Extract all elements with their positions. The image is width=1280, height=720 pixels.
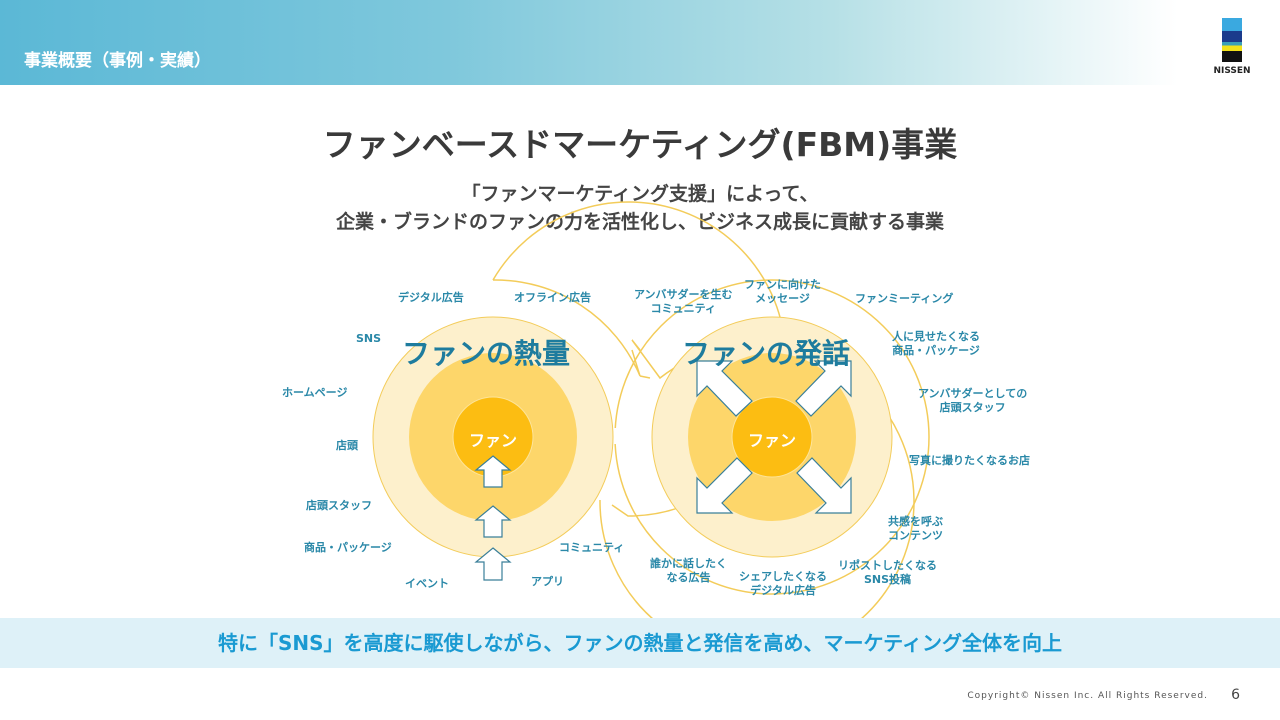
left-label: アプリ xyxy=(531,575,564,588)
page-number: 6 xyxy=(1231,687,1240,703)
left-label: ホームページ xyxy=(282,386,348,399)
left-label: コミュニティ xyxy=(559,541,625,554)
right-core-label: ファン xyxy=(748,431,797,450)
left-label: オフライン広告 xyxy=(514,291,591,304)
right-label: 共感を呼ぶ コンテンツ xyxy=(888,515,943,542)
up-arrow-icon xyxy=(474,455,512,581)
left-label: デジタル広告 xyxy=(398,291,464,304)
right-label: シェアしたくなる デジタル広告 xyxy=(739,570,827,597)
left-label: SNS xyxy=(356,332,382,345)
right-label: 誰かに話したく なる広告 xyxy=(650,557,727,584)
right-label: リポストしたくなる SNS投稿 xyxy=(838,559,937,586)
outward-arrows-icon xyxy=(696,360,852,514)
right-label: ファンミーティング xyxy=(855,292,954,305)
left-label: イベント xyxy=(405,577,449,590)
header-banner: 事業概要（事例・実績） xyxy=(0,0,1280,85)
copyright: Copyright© Nissen Inc. All Rights Reserv… xyxy=(967,691,1208,701)
page-title: ファンベースドマーケティング(FBM)事業 xyxy=(322,125,958,164)
summary-message: 特に「SNS」を高度に駆使しながら、ファンの熱量と発信を高め、マーケティング全体… xyxy=(218,631,1062,655)
right-label: 写真に撮りたくなるお店 xyxy=(909,454,1030,467)
nissen-logo: NISSEN xyxy=(1204,18,1260,76)
subtitle: 「ファンマーケティング支援」によって、企業・ブランドのファンの力を活性化し、ビジ… xyxy=(335,183,944,233)
section-title: 事業概要（事例・実績） xyxy=(24,51,211,71)
right-label: 人に見せたくなる 商品・パッケージ xyxy=(892,330,980,357)
summary-band: 特に「SNS」を高度に駆使しながら、ファンの熱量と発信を高め、マーケティング全体… xyxy=(0,618,1280,668)
right-label: ファンに向けた メッセージ xyxy=(744,278,821,305)
right-label: アンバサダーを生む コミュニティ xyxy=(634,288,733,315)
right-label: アンバサダーとしての 店頭スタッフ xyxy=(918,387,1028,414)
left-circle-title: ファンの熱量 xyxy=(402,337,571,370)
left-label: 店頭 xyxy=(336,439,358,452)
left-label: 店頭スタッフ xyxy=(306,499,372,512)
left-label: 商品・パッケージ xyxy=(304,541,392,554)
right-circle-title: ファンの発話 xyxy=(682,337,851,370)
left-core-label: ファン xyxy=(469,431,518,450)
